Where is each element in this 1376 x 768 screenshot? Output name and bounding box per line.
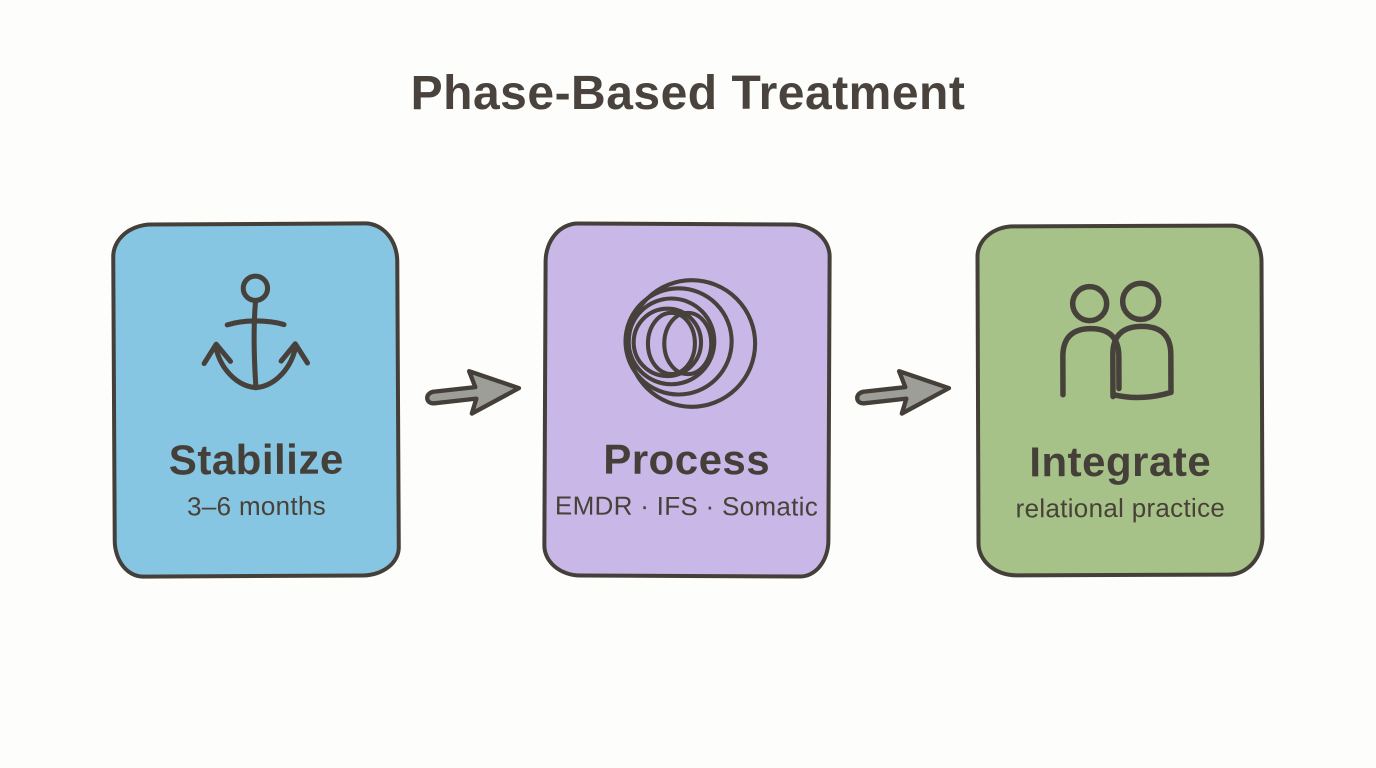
- phase-detail-integrate: relational practice: [1015, 492, 1226, 524]
- anchor-icon: [194, 264, 317, 425]
- people-icon: [1045, 266, 1196, 427]
- phase-name-integrate: Integrate: [1029, 437, 1212, 486]
- spiral-icon: [613, 264, 762, 425]
- phase-card-integrate: Integrate relational practice: [975, 223, 1265, 578]
- arrow-right-icon: [421, 362, 527, 426]
- phase-card-process: Process EMDR · IFS · Somatic: [542, 221, 832, 579]
- phase-name-process: Process: [603, 435, 771, 484]
- arrow-right-icon: [851, 362, 957, 426]
- phase-card-stabilize: Stabilize 3–6 months: [111, 221, 401, 579]
- phase-name-stabilize: Stabilize: [168, 435, 344, 484]
- phase-detail-process: EMDR · IFS · Somatic: [554, 490, 819, 522]
- diagram-title: Phase-Based Treatment: [410, 67, 966, 120]
- phase-detail-stabilize: 3–6 months: [187, 490, 327, 522]
